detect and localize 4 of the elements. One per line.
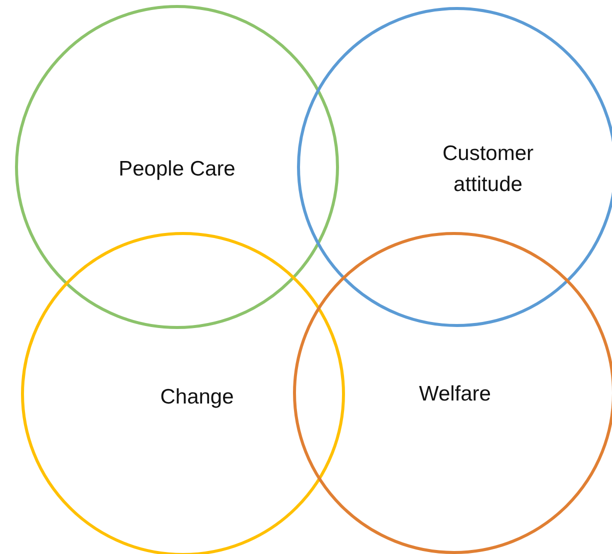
circle-label: Customer attitude <box>441 141 535 198</box>
circle-label: Change <box>159 384 235 410</box>
circle-label: Welfare <box>418 382 492 408</box>
circle-label: People Care <box>118 156 236 182</box>
